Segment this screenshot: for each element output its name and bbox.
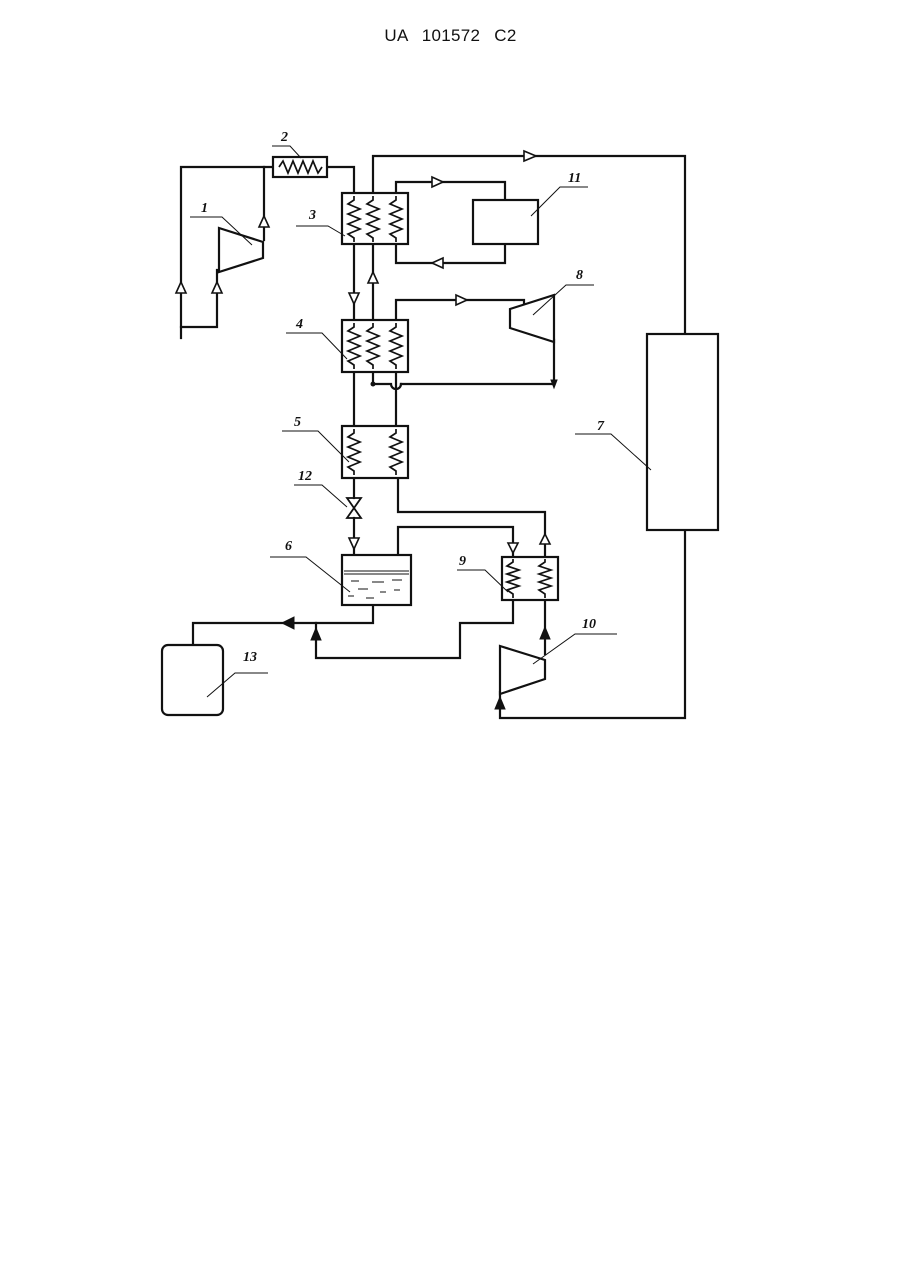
arrow-vapour-to-hx9 xyxy=(508,543,518,553)
arrow-hx9-return xyxy=(311,628,321,640)
pipe-unit11-to-hx3 xyxy=(396,244,505,263)
arrow-top-line xyxy=(524,151,536,161)
arrow-to-unit11 xyxy=(432,177,443,187)
label-10: 10 xyxy=(582,617,596,632)
arrow-inlet-bottom xyxy=(212,282,222,293)
leader-6 xyxy=(270,557,350,592)
leader-11 xyxy=(531,187,588,216)
unit-11 xyxy=(473,200,538,244)
arrow-hx4-up xyxy=(368,272,378,283)
leader-4 xyxy=(286,333,347,359)
leader-7 xyxy=(575,434,651,470)
pipe-expander8-return xyxy=(401,340,554,384)
pipe-hx5-to-hx9 xyxy=(398,478,545,557)
arrow-compressor10-up xyxy=(540,627,550,639)
leader-5 xyxy=(282,431,349,462)
pipe-hx9-return xyxy=(316,600,513,658)
arrow-compressor1-outlet xyxy=(259,216,269,227)
pipe-hx3-to-unit11 xyxy=(396,182,505,200)
arrow-hx9-up xyxy=(540,534,550,544)
compressor-10 xyxy=(500,646,545,694)
arrow-inlet-left xyxy=(176,282,186,293)
label-6: 6 xyxy=(285,539,292,554)
label-4: 4 xyxy=(295,317,303,332)
leader-3 xyxy=(296,226,345,236)
throttle-valve-12 xyxy=(347,498,361,518)
leader-12 xyxy=(294,485,347,507)
label-11: 11 xyxy=(568,171,581,186)
arrow-liquid-to-tank xyxy=(282,617,294,629)
label-5: 5 xyxy=(294,415,301,430)
arrow-column-return xyxy=(495,697,505,709)
pipe-separator-vapour xyxy=(398,527,513,557)
pipe-heater-to-hx3 xyxy=(327,167,354,193)
leader-9 xyxy=(457,570,508,592)
arrow-from-unit11 xyxy=(432,258,443,268)
label-9: 9 xyxy=(459,554,466,569)
label-13: 13 xyxy=(243,650,257,665)
arrow-to-separator xyxy=(349,538,359,549)
column-7 xyxy=(647,334,718,530)
arrow-to-expander8 xyxy=(456,295,467,305)
tank-13 xyxy=(162,645,223,715)
label-2: 2 xyxy=(280,130,288,145)
label-3: 3 xyxy=(308,208,316,223)
label-7: 7 xyxy=(597,419,605,434)
pipe-inlet-bottom xyxy=(181,270,217,327)
pipe-junction xyxy=(371,382,376,387)
label-8: 8 xyxy=(576,268,583,283)
label-12: 12 xyxy=(298,469,312,484)
label-1: 1 xyxy=(201,201,208,216)
arrow-hx3-down xyxy=(349,293,359,304)
pipe-separator-to-tank xyxy=(193,605,373,645)
